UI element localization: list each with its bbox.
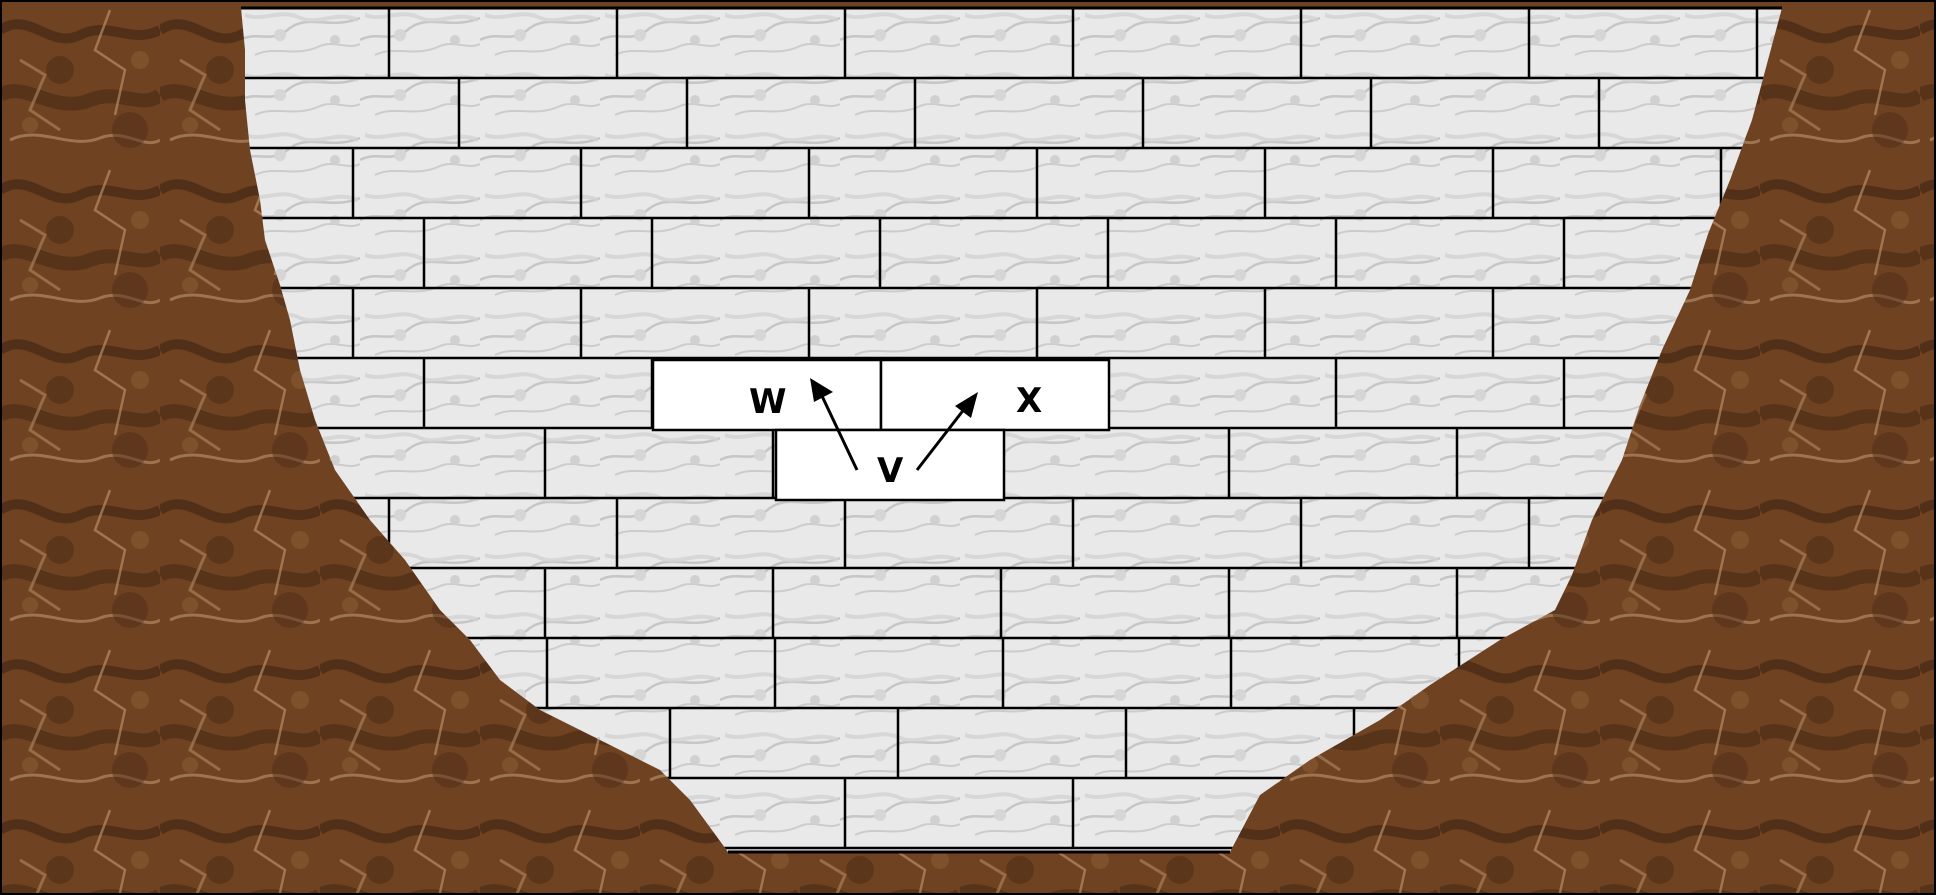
label-w: W bbox=[749, 382, 787, 422]
brick-x bbox=[881, 360, 1109, 430]
label-v: V bbox=[877, 451, 904, 491]
label-x: X bbox=[1016, 381, 1042, 421]
